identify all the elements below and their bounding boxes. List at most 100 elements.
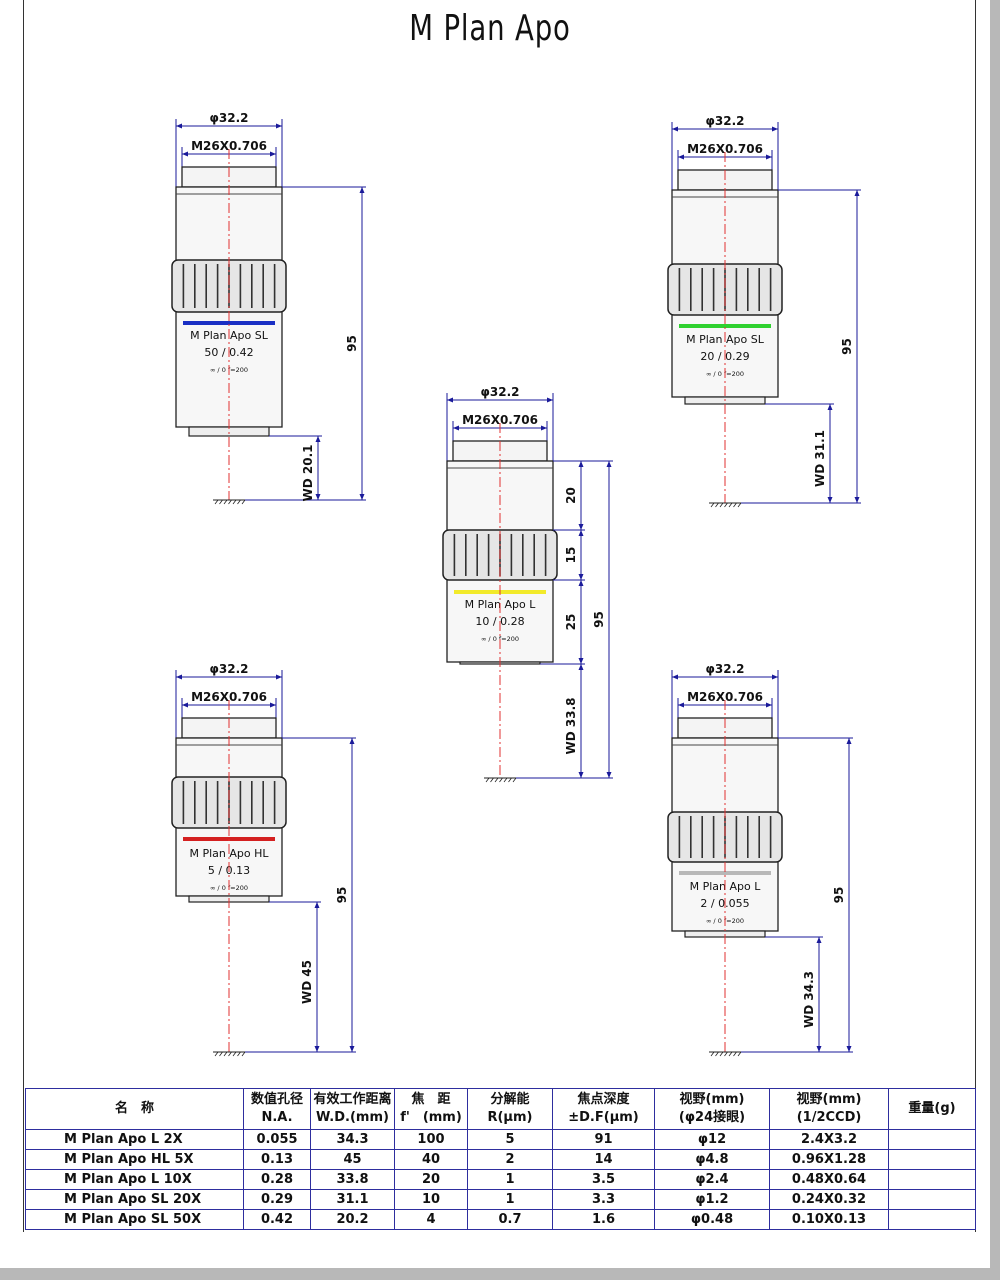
length-dimension-arrow-bottom bbox=[846, 1046, 852, 1052]
wd-label: WD 31.1 bbox=[813, 430, 827, 487]
segment-dimension-arrow-top bbox=[578, 530, 584, 536]
thread-label: M26X0.706 bbox=[687, 142, 763, 156]
table-cell: 4 bbox=[394, 1209, 468, 1230]
specimen-hatch bbox=[232, 499, 237, 505]
wd-dimension-arrow-bottom bbox=[827, 497, 833, 503]
thread-dimension-arrow-right bbox=[270, 702, 276, 708]
length-dimension-arrow-top bbox=[854, 190, 860, 196]
segment-label: 20 bbox=[564, 487, 578, 504]
table-cell: 10 bbox=[394, 1189, 468, 1210]
specimen-hatch bbox=[733, 1051, 737, 1057]
wd-dimension-arrow-bottom bbox=[578, 772, 584, 778]
specimen-hatch bbox=[737, 502, 742, 508]
thread-dimension-arrow-left bbox=[182, 151, 188, 157]
table-cell: 20 bbox=[394, 1169, 468, 1190]
segment-dimension-arrow-bottom bbox=[578, 658, 584, 664]
length-label: 95 bbox=[335, 887, 349, 904]
specimen-hatch bbox=[733, 502, 737, 508]
table-cell: 0.24X0.32 bbox=[769, 1189, 889, 1210]
table-cell: 0.13 bbox=[243, 1149, 311, 1170]
table-cell: φ4.8 bbox=[654, 1149, 770, 1170]
frame-bottom-edge bbox=[0, 1268, 1000, 1280]
table-cell: φ2.4 bbox=[654, 1169, 770, 1190]
table-cell: 0.48X0.64 bbox=[769, 1169, 889, 1190]
specimen-hatch bbox=[223, 1051, 228, 1057]
outer-diameter-dimension-arrow-right bbox=[276, 123, 282, 129]
length-dimension-arrow-top bbox=[606, 461, 612, 467]
table-cell: 2.4X3.2 bbox=[769, 1129, 889, 1150]
table-cell-name: M Plan Apo SL 20X bbox=[25, 1189, 244, 1210]
header-name: 名 称 bbox=[25, 1088, 244, 1130]
table-cell: φ12 bbox=[654, 1129, 770, 1150]
thread-dimension-arrow-right bbox=[541, 425, 547, 431]
outer-diameter-dimension-arrow-left bbox=[672, 674, 678, 680]
specimen-hatch bbox=[710, 1051, 715, 1057]
table-cell: 14 bbox=[552, 1149, 655, 1170]
segment-label: 25 bbox=[564, 614, 578, 631]
table-cell: φ0.48 bbox=[654, 1209, 770, 1230]
wd-label: WD 20.1 bbox=[301, 445, 315, 502]
specimen-hatch bbox=[724, 502, 728, 508]
segment-dimension-arrow-bottom bbox=[578, 574, 584, 580]
specimen-hatch bbox=[719, 1051, 724, 1057]
outer-diameter-label: φ32.2 bbox=[210, 111, 249, 125]
table-cell: 0.055 bbox=[243, 1129, 311, 1150]
specimen-hatch bbox=[715, 1051, 719, 1057]
specimen-hatch bbox=[232, 1051, 237, 1057]
outer-diameter-dimension-arrow-left bbox=[447, 397, 453, 403]
table-cell: 5 bbox=[467, 1129, 553, 1150]
specimen-hatch bbox=[223, 499, 228, 505]
specimen-hatch bbox=[499, 777, 503, 783]
table-cell: 0.42 bbox=[243, 1209, 311, 1230]
outer-diameter-dimension-arrow-left bbox=[176, 123, 182, 129]
outer-diameter-label: φ32.2 bbox=[706, 662, 745, 676]
table-cell: 0.96X1.28 bbox=[769, 1149, 889, 1170]
frame-left-border bbox=[23, 0, 24, 1232]
length-label: 95 bbox=[345, 335, 359, 352]
specimen-hatch bbox=[237, 1051, 241, 1057]
table-cell: 0.10X0.13 bbox=[769, 1209, 889, 1230]
wd-label: WD 34.3 bbox=[802, 971, 816, 1028]
specimen-hatch bbox=[728, 1051, 733, 1057]
outer-diameter-label: φ32.2 bbox=[481, 385, 520, 399]
specimen-hatch bbox=[728, 502, 733, 508]
specimen-hatch bbox=[494, 777, 499, 783]
header-dof: 焦点深度±D.F(μm) bbox=[552, 1088, 655, 1130]
color-band bbox=[183, 321, 275, 325]
table-cell: 0.28 bbox=[243, 1169, 311, 1190]
table-cell: 3.3 bbox=[552, 1189, 655, 1210]
thread-dimension-arrow-left bbox=[678, 702, 684, 708]
length-dimension-arrow-top bbox=[349, 738, 355, 744]
thread-dimension-arrow-right bbox=[270, 151, 276, 157]
length-dimension-arrow-bottom bbox=[359, 494, 365, 500]
specimen-hatch bbox=[214, 1051, 219, 1057]
table-cell-name: M Plan Apo SL 50X bbox=[25, 1209, 244, 1230]
table-cell bbox=[888, 1149, 976, 1170]
specimen-hatch bbox=[485, 777, 490, 783]
frame-edge bbox=[990, 0, 1000, 1280]
thread-label: M26X0.706 bbox=[191, 139, 267, 153]
specimen-hatch bbox=[512, 777, 517, 783]
specimen-hatch bbox=[490, 777, 494, 783]
table-cell bbox=[888, 1209, 976, 1230]
table-cell: 1 bbox=[467, 1189, 553, 1210]
specimen-hatch bbox=[724, 1051, 728, 1057]
length-label: 95 bbox=[832, 887, 846, 904]
length-dimension-arrow-bottom bbox=[606, 772, 612, 778]
specimen-hatch bbox=[241, 1051, 246, 1057]
table-cell bbox=[888, 1189, 976, 1210]
header-fov-ccd: 视野(mm)(1/2CCD) bbox=[769, 1088, 889, 1130]
